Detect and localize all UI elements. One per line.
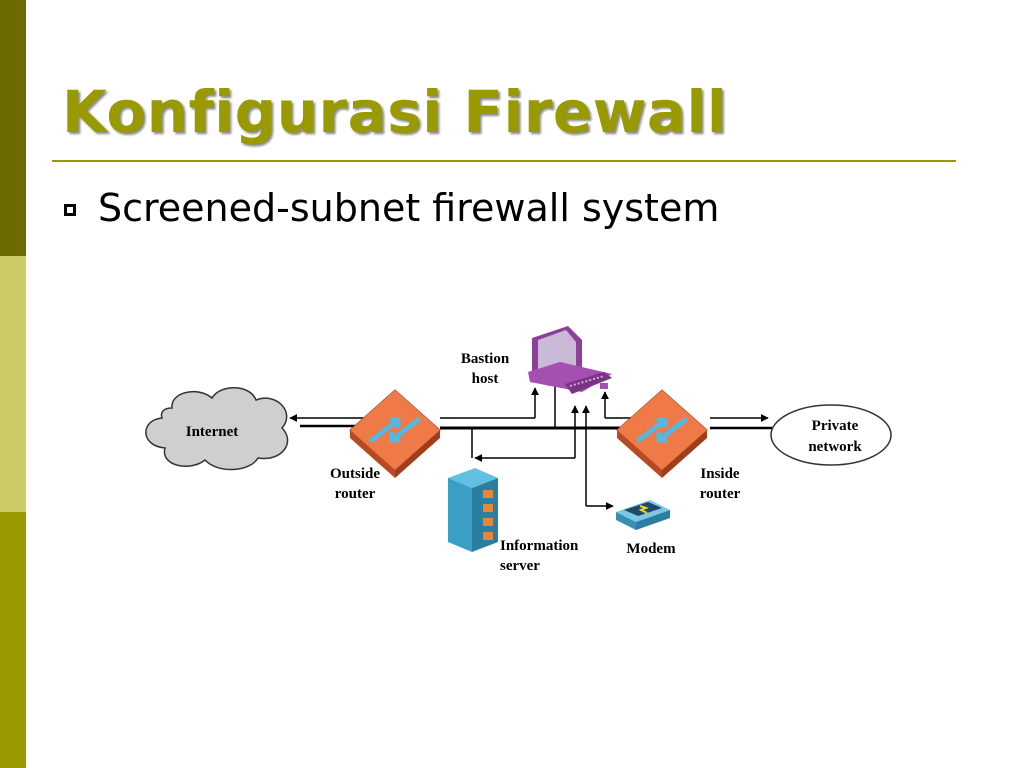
bastion-host-label-line1: Bastion [461, 351, 510, 367]
private-network-label-line1: Private [812, 418, 859, 434]
bullet-text: Screened-subnet firewall system [98, 186, 720, 230]
sidebar-band-top [0, 0, 26, 256]
outside-router-label-line2: router [335, 486, 376, 502]
internet-label: Internet [186, 424, 239, 440]
bastion-host-computer-icon [528, 326, 612, 394]
modem-label: Modem [626, 541, 676, 557]
outside-router-icon [349, 389, 441, 478]
information-server-label-line2: server [500, 558, 540, 574]
inside-router-label-line2: router [700, 486, 741, 502]
slide-title: Konfigurasi Firewall [62, 78, 728, 146]
inside-router-label-line1: Inside [700, 466, 740, 482]
private-network-ellipse-icon [770, 404, 892, 466]
sidebar-band-middle [0, 256, 26, 512]
inside-router-icon [616, 389, 708, 478]
connection-lines [289, 385, 772, 510]
modem-icon [616, 500, 670, 530]
internet-cloud-icon [145, 387, 289, 471]
bastion-host-label-line2: host [472, 371, 499, 387]
information-server-icon [448, 468, 498, 552]
title-divider [52, 160, 956, 162]
bullet-item: Screened-subnet firewall system [64, 186, 719, 230]
private-network-label-line2: network [808, 439, 862, 455]
sidebar-band-bottom [0, 512, 26, 768]
information-server-label-line1: Information [500, 538, 579, 554]
outside-router-label-line1: Outside [330, 466, 380, 482]
square-bullet-icon [64, 204, 76, 216]
